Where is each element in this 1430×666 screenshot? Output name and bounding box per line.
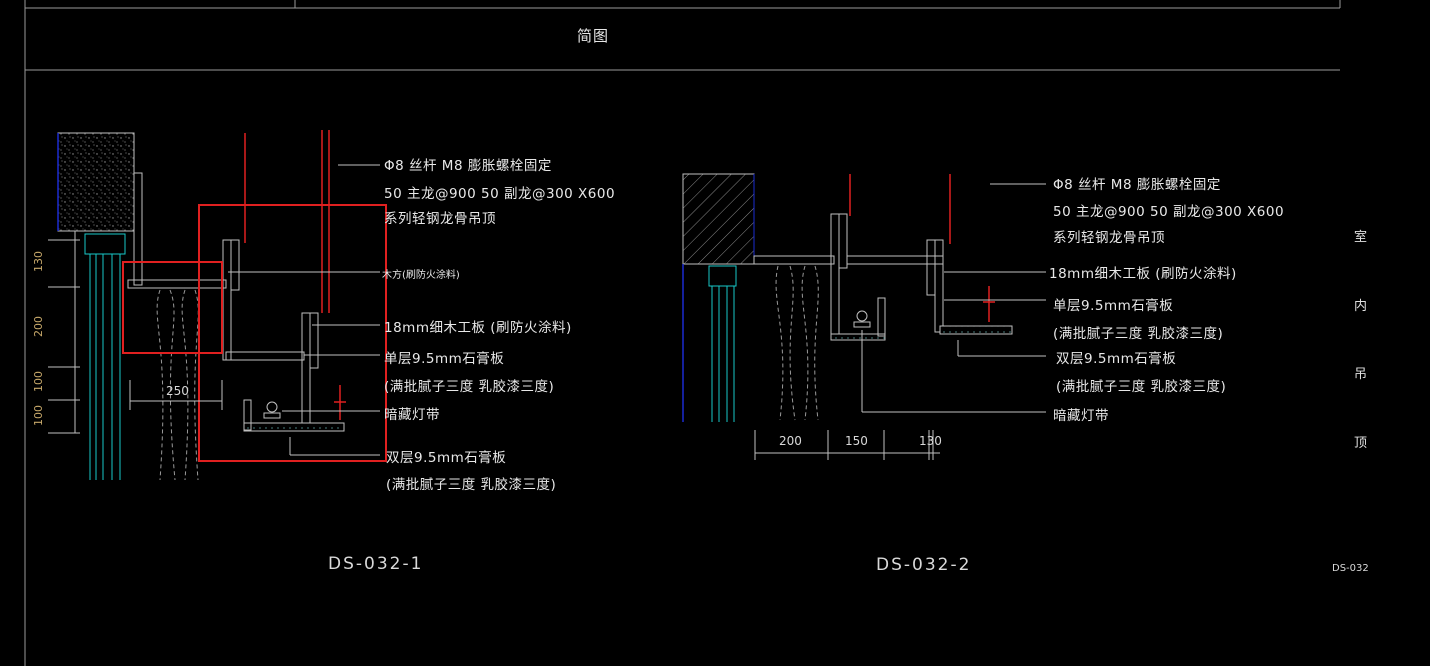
d1-note-rod: Φ8 丝杆 M8 膨胀螺栓固定 bbox=[384, 158, 552, 174]
d1-note-board: 18mm细木工板 (刷防火涂料) bbox=[384, 320, 572, 336]
d1-note-finish-1: (满批腻子三度 乳胶漆三度) bbox=[384, 379, 555, 395]
d1-dim-100a: 100 bbox=[32, 371, 45, 392]
d1-note-gypsum-single: 单层9.5mm石膏板 bbox=[384, 351, 505, 367]
light-fixture bbox=[263, 401, 281, 419]
concrete-slab bbox=[57, 132, 135, 232]
wall-board bbox=[127, 172, 345, 432]
sheet-code: DS-032 bbox=[1332, 563, 1369, 574]
d2-note-rod: Φ8 丝杆 M8 膨胀螺栓固定 bbox=[1053, 177, 1221, 193]
sheet-frame bbox=[24, 0, 1341, 666]
d1-dim-130: 130 bbox=[32, 251, 45, 272]
d1-dim-250: 250 bbox=[166, 384, 189, 398]
d2-note-board: 18mm细木工板 (刷防火涂料) bbox=[1049, 266, 1237, 282]
window-frame-2 bbox=[708, 265, 737, 422]
d1-note-keel: 50 主龙@900 50 副龙@300 X600 bbox=[384, 186, 616, 202]
d1-dim-200: 200 bbox=[32, 316, 45, 337]
curtain-2 bbox=[775, 265, 819, 421]
d1-note-gypsum-double: 双层9.5mm石膏板 bbox=[386, 450, 507, 466]
dims-vertical-1 bbox=[48, 231, 80, 434]
detail-1-section bbox=[48, 130, 387, 481]
window-frame bbox=[84, 233, 126, 480]
d1-note-light-strip: 暗藏灯带 bbox=[384, 407, 440, 423]
d1-note-ceiling: 系列轻钢龙骨吊顶 bbox=[384, 211, 496, 227]
side-label-char-2: 内 bbox=[1354, 299, 1368, 314]
side-label-char-1: 室 bbox=[1354, 230, 1368, 245]
leader-lines-2 bbox=[861, 183, 1046, 413]
d1-note-finish-2: (满批腻子三度 乳胶漆三度) bbox=[386, 477, 557, 493]
ceiling-board-2 bbox=[753, 213, 1013, 341]
d2-note-finish-1: (满批腻子三度 乳胶漆三度) bbox=[1053, 326, 1224, 342]
d2-dim-200: 200 bbox=[779, 434, 802, 448]
d1-dim-100b: 100 bbox=[32, 405, 45, 426]
hanger-rods-2 bbox=[849, 174, 995, 322]
light-fixture-2 bbox=[853, 310, 871, 328]
sheet-title: 简图 bbox=[577, 27, 610, 45]
d2-note-ceiling: 系列轻钢龙骨吊顶 bbox=[1053, 230, 1165, 246]
d2-note-light-strip: 暗藏灯带 bbox=[1053, 408, 1109, 424]
side-label-char-3: 吊 bbox=[1354, 367, 1368, 382]
d1-note-wood-square: 木方(刷防火涂料) bbox=[382, 270, 460, 281]
side-label-char-4: 顶 bbox=[1354, 436, 1368, 451]
d2-note-gypsum-single: 单层9.5mm石膏板 bbox=[1053, 298, 1174, 314]
leader-lines-1 bbox=[228, 164, 380, 456]
d2-dim-150: 150 bbox=[845, 434, 868, 448]
d1-label: DS-032-1 bbox=[328, 554, 424, 574]
hanger-rods bbox=[244, 130, 346, 420]
d2-label: DS-032-2 bbox=[876, 555, 972, 575]
d2-note-keel: 50 主龙@900 50 副龙@300 X600 bbox=[1053, 204, 1285, 220]
d2-note-finish-2: (满批腻子三度 乳胶漆三度) bbox=[1056, 379, 1227, 395]
dim-250 bbox=[129, 380, 223, 410]
d2-dim-130: 130 bbox=[919, 434, 942, 448]
detail-2-section bbox=[682, 173, 1046, 460]
highlight-box-small bbox=[122, 261, 223, 354]
highlight-box-large bbox=[198, 204, 387, 462]
d2-note-gypsum-double: 双层9.5mm石膏板 bbox=[1056, 351, 1177, 367]
dims-horizontal-2 bbox=[754, 430, 940, 460]
brick-wall bbox=[682, 173, 755, 265]
